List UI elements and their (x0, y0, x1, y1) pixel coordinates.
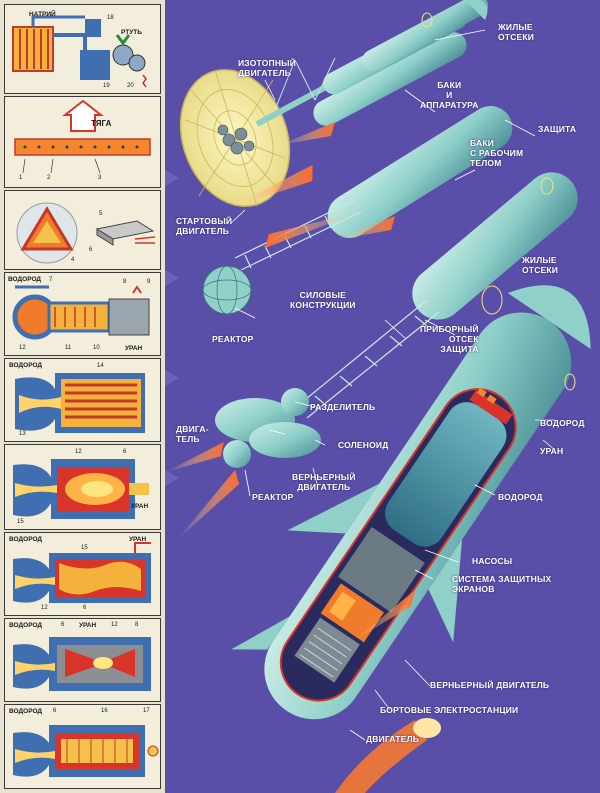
label-uranium: УРАН (79, 622, 97, 629)
num-12: 12 (19, 345, 26, 351)
label-separator: РАЗДЕЛИТЕЛЬ (310, 402, 376, 412)
label-reactor-top: РЕАКТОР (212, 334, 254, 344)
num-10: 10 (93, 345, 100, 351)
num-14: 14 (97, 363, 104, 369)
num-5: 5 (99, 211, 103, 217)
label-uranium: УРАН (540, 446, 564, 456)
panel-2-drawing (14, 99, 151, 174)
num-12: 12 (41, 605, 48, 611)
label-vernier-engine-bottom: ВЕРНЬЕРНЫЙ ДВИГАТЕЛЬ (430, 680, 550, 690)
label-sodium: НАТРИЙ (29, 11, 56, 18)
label-solenoid: СОЛЕНОИД (338, 440, 389, 450)
num-8: 8 (135, 622, 139, 628)
num-13: 13 (19, 431, 26, 437)
num-12: 12 (111, 622, 118, 628)
num-9: 9 (147, 279, 151, 285)
label-hydrogen: ВОДОРОД (8, 276, 42, 283)
label-pumps: НАСОСЫ (472, 556, 513, 566)
num-15: 15 (81, 545, 88, 551)
spaceships-illustration (165, 0, 591, 793)
label-hydrogen: ВОДОРОД (9, 536, 43, 543)
label-onboard-power-plants: БОРТОВЫЕ ЭЛЕКТРОСТАНЦИИ (380, 705, 519, 715)
panel-1-drawing (12, 15, 147, 88)
decor-spirals (421, 12, 576, 391)
label-hydrogen: ВОДОРОД (9, 622, 43, 629)
num-4: 4 (71, 257, 75, 263)
num-6: 6 (53, 708, 57, 714)
panel-5-drawing (15, 373, 145, 433)
panel-8-drawing (13, 637, 151, 691)
label-uranium: УРАН (129, 536, 147, 543)
panel-7-drawing (13, 542, 151, 603)
num-15: 15 (17, 519, 24, 525)
panel-colloid-core-engine: ВОДОРОД УРАН 15 12 6 (4, 532, 161, 616)
label-hydrogen-mid: ВОДОРОД (498, 492, 543, 502)
num-19: 19 (103, 83, 110, 89)
label-engine-bottom: ДВИГАТЕЛЬ (366, 734, 420, 744)
label-hydrogen-top: ВОДОРОД (540, 418, 585, 428)
panel-solid-core-engine: ВОДОРОД 13 14 (4, 358, 161, 442)
num-8: 8 (123, 279, 127, 285)
panel-9-drawing (13, 725, 159, 777)
panel-isotope-sphere: 4 5 6 (4, 190, 161, 270)
divider-arrows (165, 170, 179, 486)
label-hydrogen: ВОДОРОД (9, 708, 43, 715)
label-thrust: ТЯГА (91, 119, 112, 128)
ship-cutaway (231, 285, 591, 793)
num-7: 7 (49, 277, 53, 283)
num-6: 6 (89, 247, 93, 253)
panel-sodium-mercury-cycle: НАТРИЙ РТУТЬ 18 19 20 (4, 4, 161, 94)
num-12: 12 (75, 449, 82, 455)
num-17: 17 (143, 708, 150, 714)
ship-isotope (179, 0, 489, 210)
engine-diagrams-strip: НАТРИЙ РТУТЬ 18 19 20 ТЯГА 1 2 3 (0, 0, 165, 793)
panel-3-drawing (16, 202, 156, 264)
ship-modules (165, 388, 321, 540)
num-11: 11 (65, 345, 72, 351)
num-18: 18 (107, 15, 114, 21)
panel-cavity-engine: ВОДОРОД УРАН 6 12 8 (4, 618, 161, 702)
isotope-dish (179, 69, 291, 207)
panel-gas-core-engine: УРАН 12 6 15 (4, 444, 161, 530)
label-mercury: РТУТЬ (121, 29, 142, 36)
panel-thrust-plate: ТЯГА 1 2 3 (4, 96, 161, 188)
label-uranium: УРАН (125, 345, 143, 352)
num-6: 6 (61, 622, 65, 628)
leader-lines (229, 29, 556, 741)
label-engine-left: ДВИГА-ТЕЛЬ (176, 424, 209, 444)
num-20: 20 (127, 83, 134, 89)
num-2: 2 (47, 175, 51, 181)
panel-6-drawing (13, 459, 149, 519)
num-6: 6 (83, 605, 87, 611)
panel-4-drawing (12, 285, 150, 340)
label-reactor-bottom: РЕАКТОР (252, 492, 294, 502)
num-6: 6 (123, 449, 127, 455)
num-1: 1 (19, 175, 23, 181)
label-hydrogen: ВОДОРОД (9, 362, 43, 369)
panel-hydrogen-uranium-loop: ВОДОРОД УРАН 7 8 9 10 11 12 (4, 272, 161, 356)
label-shield-top: ЗАЩИТА (538, 124, 577, 134)
label-uranium: УРАН (131, 503, 149, 510)
num-3: 3 (98, 175, 102, 181)
num-16: 16 (101, 708, 108, 714)
ship-working-body (202, 106, 578, 419)
panel-fusion-engine: ВОДОРОД 6 16 17 (4, 704, 161, 789)
